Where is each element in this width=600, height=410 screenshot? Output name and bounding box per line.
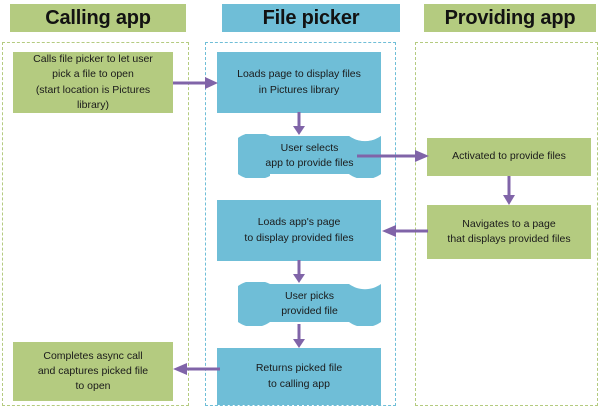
node-user-selects-app: User selects app to provide files xyxy=(238,134,381,178)
node-user-picks-provided-file: User picks provided file xyxy=(238,282,381,326)
flag-shape-icon xyxy=(238,282,381,326)
node-user-picks-provided-file-line2: provided file xyxy=(281,305,338,317)
node-loads-app-page: Loads app's page to display provided fil… xyxy=(217,200,381,261)
node-completes-async-call-line1: Completes async call xyxy=(43,349,143,362)
arrow-calls-to-loads-page-icon xyxy=(173,76,219,90)
node-user-selects-app-line1: User selects xyxy=(280,141,339,154)
swimlane-file-picker xyxy=(205,42,396,406)
node-user-selects-app-line2: app to provide files xyxy=(265,157,354,169)
node-user-picks-provided-file-line1: User picks xyxy=(284,289,334,302)
node-navigates-to-page: Navigates to a page that displays provid… xyxy=(427,205,591,259)
node-calls-file-picker-line2: pick a file to open xyxy=(52,68,134,81)
arrow-returns-to-completes-icon xyxy=(172,362,220,376)
node-loads-app-page-line2: to display provided files xyxy=(244,231,354,244)
arrow-loads-page-to-user-selects-icon xyxy=(292,112,306,136)
swimlane-calling-app xyxy=(2,42,189,406)
swimlane-providing-app xyxy=(415,42,598,406)
node-calls-file-picker: Calls file picker to let user pick a fil… xyxy=(13,52,173,113)
node-returns-picked-file-line1: Returns picked file xyxy=(255,362,343,375)
lane-header-file-picker: File picker xyxy=(222,4,400,32)
node-activated-to-provide-files-line1: Activated to provide files xyxy=(452,150,566,163)
node-returns-picked-file-line2: to calling app xyxy=(268,377,330,390)
node-loads-page-pictures-library-line1: Loads page to display files xyxy=(237,68,361,81)
lane-header-providing-app: Providing app xyxy=(424,4,596,32)
node-user-selects-app-text: User selects app to provide files xyxy=(238,134,381,178)
node-activated-to-provide-files: Activated to provide files xyxy=(427,138,591,176)
arrow-user-selects-to-activated-icon xyxy=(357,149,430,163)
node-calls-file-picker-line1: Calls file picker to let user xyxy=(33,53,153,66)
arrow-loads-app-page-to-user-picks-icon xyxy=(292,260,306,284)
flag-shape-icon xyxy=(238,134,381,178)
node-loads-page-pictures-library-line2: in Pictures library xyxy=(258,83,340,96)
node-user-picks-provided-file-text: User picks provided file xyxy=(238,282,381,326)
node-completes-async-call-line2: and captures picked file xyxy=(37,364,149,377)
node-returns-picked-file: Returns picked file to calling app xyxy=(217,348,381,405)
node-completes-async-call-line3: to open xyxy=(75,380,111,393)
node-calls-file-picker-line3: (start location is Pictures library) xyxy=(35,83,151,111)
arrow-user-picks-to-returns-icon xyxy=(292,324,306,349)
arrow-navigates-to-loads-app-page-icon xyxy=(381,224,428,238)
node-navigates-to-page-line1: Navigates to a page xyxy=(462,217,556,230)
lane-header-calling-app: Calling app xyxy=(10,4,186,32)
node-navigates-to-page-line2: that displays provided files xyxy=(447,233,571,245)
node-loads-page-pictures-library: Loads page to display files in Pictures … xyxy=(217,52,381,113)
arrow-activated-to-navigates-icon xyxy=(502,176,516,206)
node-loads-app-page-line1: Loads app's page xyxy=(257,216,341,229)
node-completes-async-call: Completes async call and captures picked… xyxy=(13,342,173,401)
